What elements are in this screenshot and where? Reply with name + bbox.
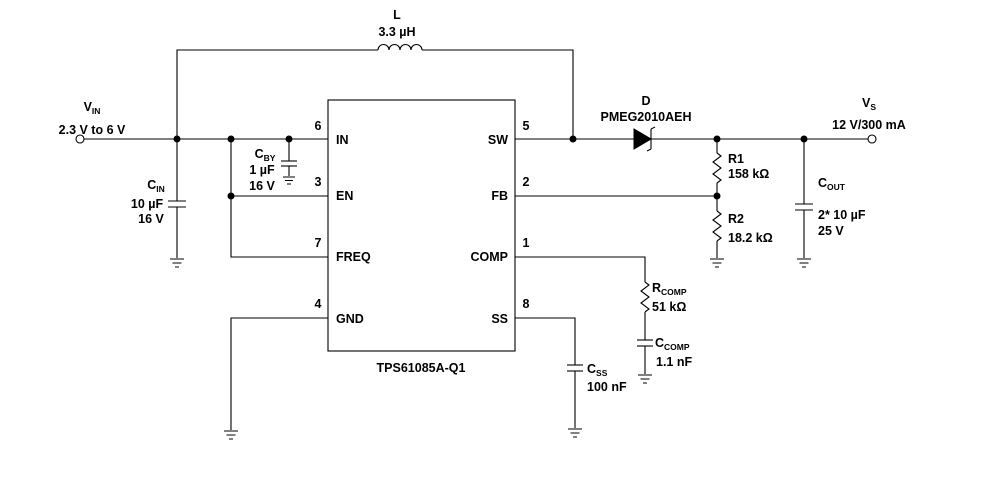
ground-icon <box>568 428 582 438</box>
cout-value: 2* 10 µF <box>818 208 866 222</box>
vs-value: 12 V/300 mA <box>832 118 906 132</box>
diode-part: PMEG2010AEH <box>600 110 691 124</box>
inductor-right-wire <box>422 49 574 139</box>
freq-wire <box>230 139 328 258</box>
pin-in-number: 6 <box>315 119 322 133</box>
cin-value: 10 µF <box>131 197 164 211</box>
r2-value: 18.2 kΩ <box>728 231 773 245</box>
cby-value: 1 µF <box>249 163 275 177</box>
ic-body <box>327 99 516 352</box>
rcomp-resistor <box>640 281 650 313</box>
rcomp-label: RCOMP <box>652 281 687 297</box>
vin-label: VIN <box>84 100 101 116</box>
vs-label: VS <box>862 96 876 112</box>
gnd-wire <box>230 317 328 430</box>
pin-fb-number: 2 <box>523 175 530 189</box>
pin-in-name: IN <box>336 133 349 147</box>
cin-label: CIN <box>147 178 165 194</box>
cout-label: COUT <box>818 176 846 192</box>
cin-voltage: 16 V <box>138 212 164 226</box>
junction-dot <box>569 135 577 143</box>
cby-label: CBY <box>255 147 276 163</box>
pin-ss-number: 8 <box>523 297 530 311</box>
pin-comp-name: COMP <box>471 250 509 264</box>
cby-voltage: 16 V <box>249 179 275 193</box>
ground-icon <box>170 258 184 268</box>
ground-icon <box>797 258 811 268</box>
pin-comp-number: 1 <box>523 236 530 250</box>
pin-freq-number: 7 <box>315 236 322 250</box>
pin-fb-name: FB <box>491 189 508 203</box>
comp-wire <box>515 256 646 282</box>
pin-gnd-number: 4 <box>315 297 322 311</box>
pin-en-name: EN <box>336 189 353 203</box>
inductor-name: L <box>393 8 401 22</box>
ss-wire <box>515 317 576 365</box>
css-label: CSS <box>587 362 608 378</box>
junction-dot <box>227 192 235 200</box>
junction-dot <box>713 192 721 200</box>
vin-range: 2.3 V to 6 V <box>59 123 126 137</box>
ccomp-label: CCOMP <box>655 336 690 352</box>
cout-voltage: 25 V <box>818 224 844 238</box>
pin-en-number: 3 <box>315 175 322 189</box>
pin-freq-name: FREQ <box>336 250 371 264</box>
ground-icon <box>283 176 295 185</box>
pin-ss-name: SS <box>491 312 508 326</box>
inductor-coil <box>377 44 423 51</box>
pin-gnd-name: GND <box>336 312 364 326</box>
ground-icon <box>224 430 238 440</box>
r2-name: R2 <box>728 212 744 226</box>
inductor-value: 3.3 µH <box>378 25 415 39</box>
ccomp-value: 1.1 nF <box>656 355 692 369</box>
inductor-left-wire <box>176 49 378 139</box>
r2-resistor <box>712 210 722 242</box>
rcomp-value: 51 kΩ <box>652 300 686 314</box>
r1-resistor <box>712 152 722 184</box>
diode-name: D <box>641 94 650 108</box>
css-value: 100 nF <box>587 380 627 394</box>
ic-part-number: TPS61085A-Q1 <box>377 361 466 375</box>
r1-name: R1 <box>728 152 744 166</box>
pin-sw-name: SW <box>488 133 508 147</box>
ground-icon <box>638 374 652 384</box>
vs-terminal <box>867 134 877 144</box>
pin-sw-number: 5 <box>523 119 530 133</box>
r1-value: 158 kΩ <box>728 167 769 181</box>
ground-icon <box>710 258 724 268</box>
